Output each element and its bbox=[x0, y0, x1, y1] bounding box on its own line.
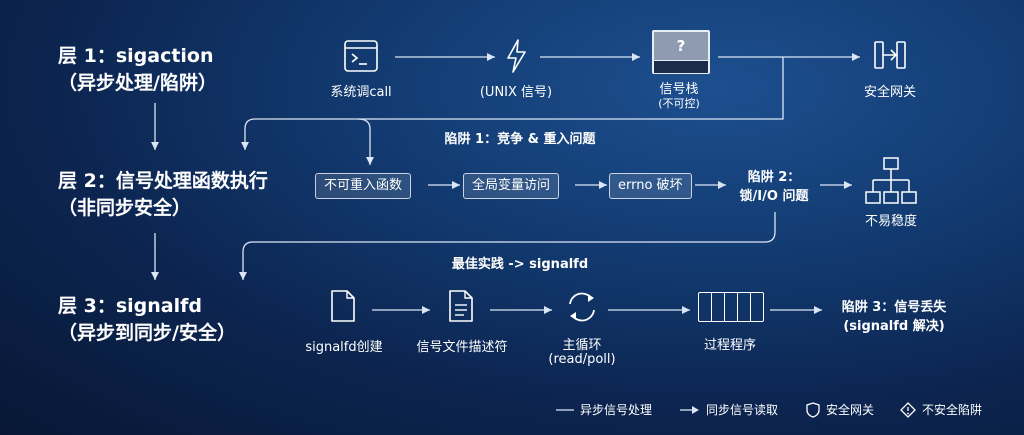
layer2-subtitle: （非同步安全） bbox=[58, 197, 192, 219]
legend-gateway-label: 安全网关 bbox=[826, 403, 875, 417]
queue-cell bbox=[712, 293, 725, 321]
pitfall2-line1: 陷阱 2： bbox=[747, 170, 801, 185]
layer2-name: 层 2：信号处理函数执行 bbox=[58, 170, 268, 192]
pitfall3-line1: 陷阱 3：信号丢失 bbox=[841, 300, 947, 315]
terminal-icon bbox=[344, 40, 378, 72]
arrow-icon bbox=[680, 405, 699, 414]
hierarchy-icon bbox=[865, 157, 917, 204]
layer1-subtitle: （异步处理/陷阱） bbox=[58, 72, 217, 94]
queue-cell bbox=[725, 293, 738, 321]
pitfall3-label: 陷阱 3：信号丢失 (signalfd 解决) bbox=[826, 296, 962, 334]
best-practice-label: 最佳实践 -> signalfd bbox=[451, 257, 589, 272]
shield-icon bbox=[806, 401, 820, 418]
legend-unsafe: 不安全陷阱 bbox=[900, 401, 982, 418]
layer3-name: 层 3：signalfd bbox=[58, 295, 202, 317]
non-reentrant-function-box: 不可重入函数 bbox=[315, 173, 412, 199]
legend-unsafe-label: 不安全陷阱 bbox=[922, 403, 983, 417]
main-loop-sublabel: (read/poll) bbox=[548, 352, 616, 367]
lightning-icon bbox=[507, 39, 526, 73]
queue-cell bbox=[751, 293, 763, 321]
legend-sync-label: 同步信号读取 bbox=[706, 403, 779, 417]
layer3-title: 层 3：signalfd （异步到同步/安全） bbox=[58, 293, 236, 347]
stack-question-mark: ? bbox=[676, 37, 686, 55]
signalfd-create-label: signalfd创建 bbox=[305, 340, 383, 355]
signal-fd-label: 信号文件描述符 bbox=[416, 340, 508, 355]
errno-corruption-box: errno 破坏 bbox=[609, 173, 692, 199]
layer1-name: 层 1：sigaction bbox=[58, 45, 214, 67]
solid-line-icon bbox=[556, 408, 574, 411]
signal-stack-label: 信号栈 bbox=[659, 82, 699, 97]
legend-sync: 同步信号读取 bbox=[680, 401, 778, 418]
file-icon bbox=[331, 290, 355, 322]
gateway-icon bbox=[874, 41, 906, 69]
pitfall2-line2: 锁/I/O 问题 bbox=[739, 189, 809, 204]
legend-gateway: 安全网关 bbox=[806, 401, 874, 418]
unix-signal-label: (UNIX 信号) bbox=[479, 85, 553, 100]
stack-base bbox=[654, 60, 708, 73]
warning-diamond-icon bbox=[900, 401, 916, 418]
queue-cell bbox=[699, 293, 712, 321]
queue-icon bbox=[698, 292, 764, 322]
layer3-subtitle: （异步到同步/安全） bbox=[58, 322, 236, 344]
pitfall3-line2: (signalfd 解决) bbox=[843, 319, 945, 334]
refresh-icon bbox=[569, 292, 595, 322]
legend-async-label: 异步信号处理 bbox=[580, 403, 653, 417]
pitfall1-label: 陷阱 1：竞争 & 重入问题 bbox=[444, 132, 596, 147]
syscall-label: 系统调call bbox=[330, 85, 392, 100]
document-icon bbox=[449, 290, 473, 322]
main-loop-label: 主循环 bbox=[562, 338, 602, 353]
signal-stack-sublabel: (不可控) bbox=[658, 97, 700, 110]
queue-cell bbox=[738, 293, 751, 321]
layer2-title: 层 2：信号处理函数执行 （非同步安全） bbox=[58, 168, 268, 222]
unstable-label: 不易稳度 bbox=[864, 214, 917, 229]
signal-stack-icon: ? bbox=[652, 30, 710, 74]
legend-async: 异步信号处理 bbox=[556, 401, 652, 418]
process-label: 过程程序 bbox=[703, 338, 756, 353]
layer1-title: 层 1：sigaction （异步处理/陷阱） bbox=[58, 43, 217, 97]
gateway-label: 安全网关 bbox=[863, 85, 916, 100]
pitfall2-label: 陷阱 2： 锁/I/O 问题 bbox=[726, 166, 822, 204]
global-variable-access-box: 全局变量访问 bbox=[463, 173, 560, 199]
